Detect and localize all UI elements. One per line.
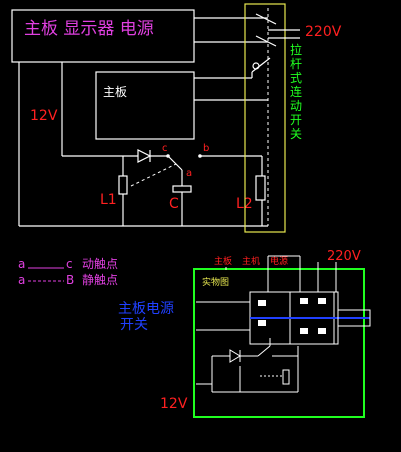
svg-text:动触点: 动触点 xyxy=(82,257,118,271)
diode-symbol xyxy=(137,149,152,163)
svg-text:a: a xyxy=(18,257,25,271)
svg-text:关: 关 xyxy=(290,127,302,141)
voltage-12v-label: 12V xyxy=(30,108,58,124)
l1-label: L1 xyxy=(100,192,117,208)
contact-b-label: b xyxy=(203,143,209,154)
mainboard-box xyxy=(95,71,195,140)
svg-text:连: 连 xyxy=(290,84,302,99)
legend: a c 动触点 a B 静触点 xyxy=(18,257,118,287)
svg-text:主机: 主机 xyxy=(242,255,260,267)
svg-text:式: 式 xyxy=(290,71,302,85)
mainboard-label: 主板 xyxy=(103,85,127,99)
svg-text:B: B xyxy=(66,273,74,287)
photo-box-title: 实物图 xyxy=(202,276,229,288)
linked-switch-box xyxy=(244,3,286,233)
svg-text:主板: 主板 xyxy=(214,255,232,267)
svg-text:拉: 拉 xyxy=(290,42,302,57)
photo-voltage-12v: 12V xyxy=(160,396,188,412)
photo-side-label-line1: 主板电源 xyxy=(118,301,174,317)
l2-label: L2 xyxy=(236,196,253,212)
coil-l2 xyxy=(255,175,266,201)
photo-voltage-220v: 220V xyxy=(327,249,361,264)
svg-text:a: a xyxy=(18,273,25,287)
top-device-box xyxy=(11,9,195,63)
photo-top-labels: 主板 主机 电源 xyxy=(214,255,288,267)
capacitor-c xyxy=(172,185,192,193)
svg-text:动: 动 xyxy=(290,99,302,113)
photo-box xyxy=(193,268,365,418)
svg-text:杆: 杆 xyxy=(290,57,302,71)
switch-vertical-label: 拉 杆 式 连 动 开 关 xyxy=(290,42,302,141)
photo-side-label-line2: 开关 xyxy=(120,317,148,333)
svg-text:静触点: 静触点 xyxy=(82,273,118,287)
contact-c-label: c xyxy=(162,143,168,154)
svg-text:电源: 电源 xyxy=(270,255,288,267)
top-device-box-title: 主板 显示器 电源 xyxy=(24,19,154,39)
svg-text:开: 开 xyxy=(290,113,302,127)
coil-l1 xyxy=(118,175,128,195)
c-label: C xyxy=(169,196,179,212)
voltage-220v-top: 220V xyxy=(305,24,342,40)
svg-text:c: c xyxy=(66,257,73,271)
contact-a-label: a xyxy=(186,168,192,179)
